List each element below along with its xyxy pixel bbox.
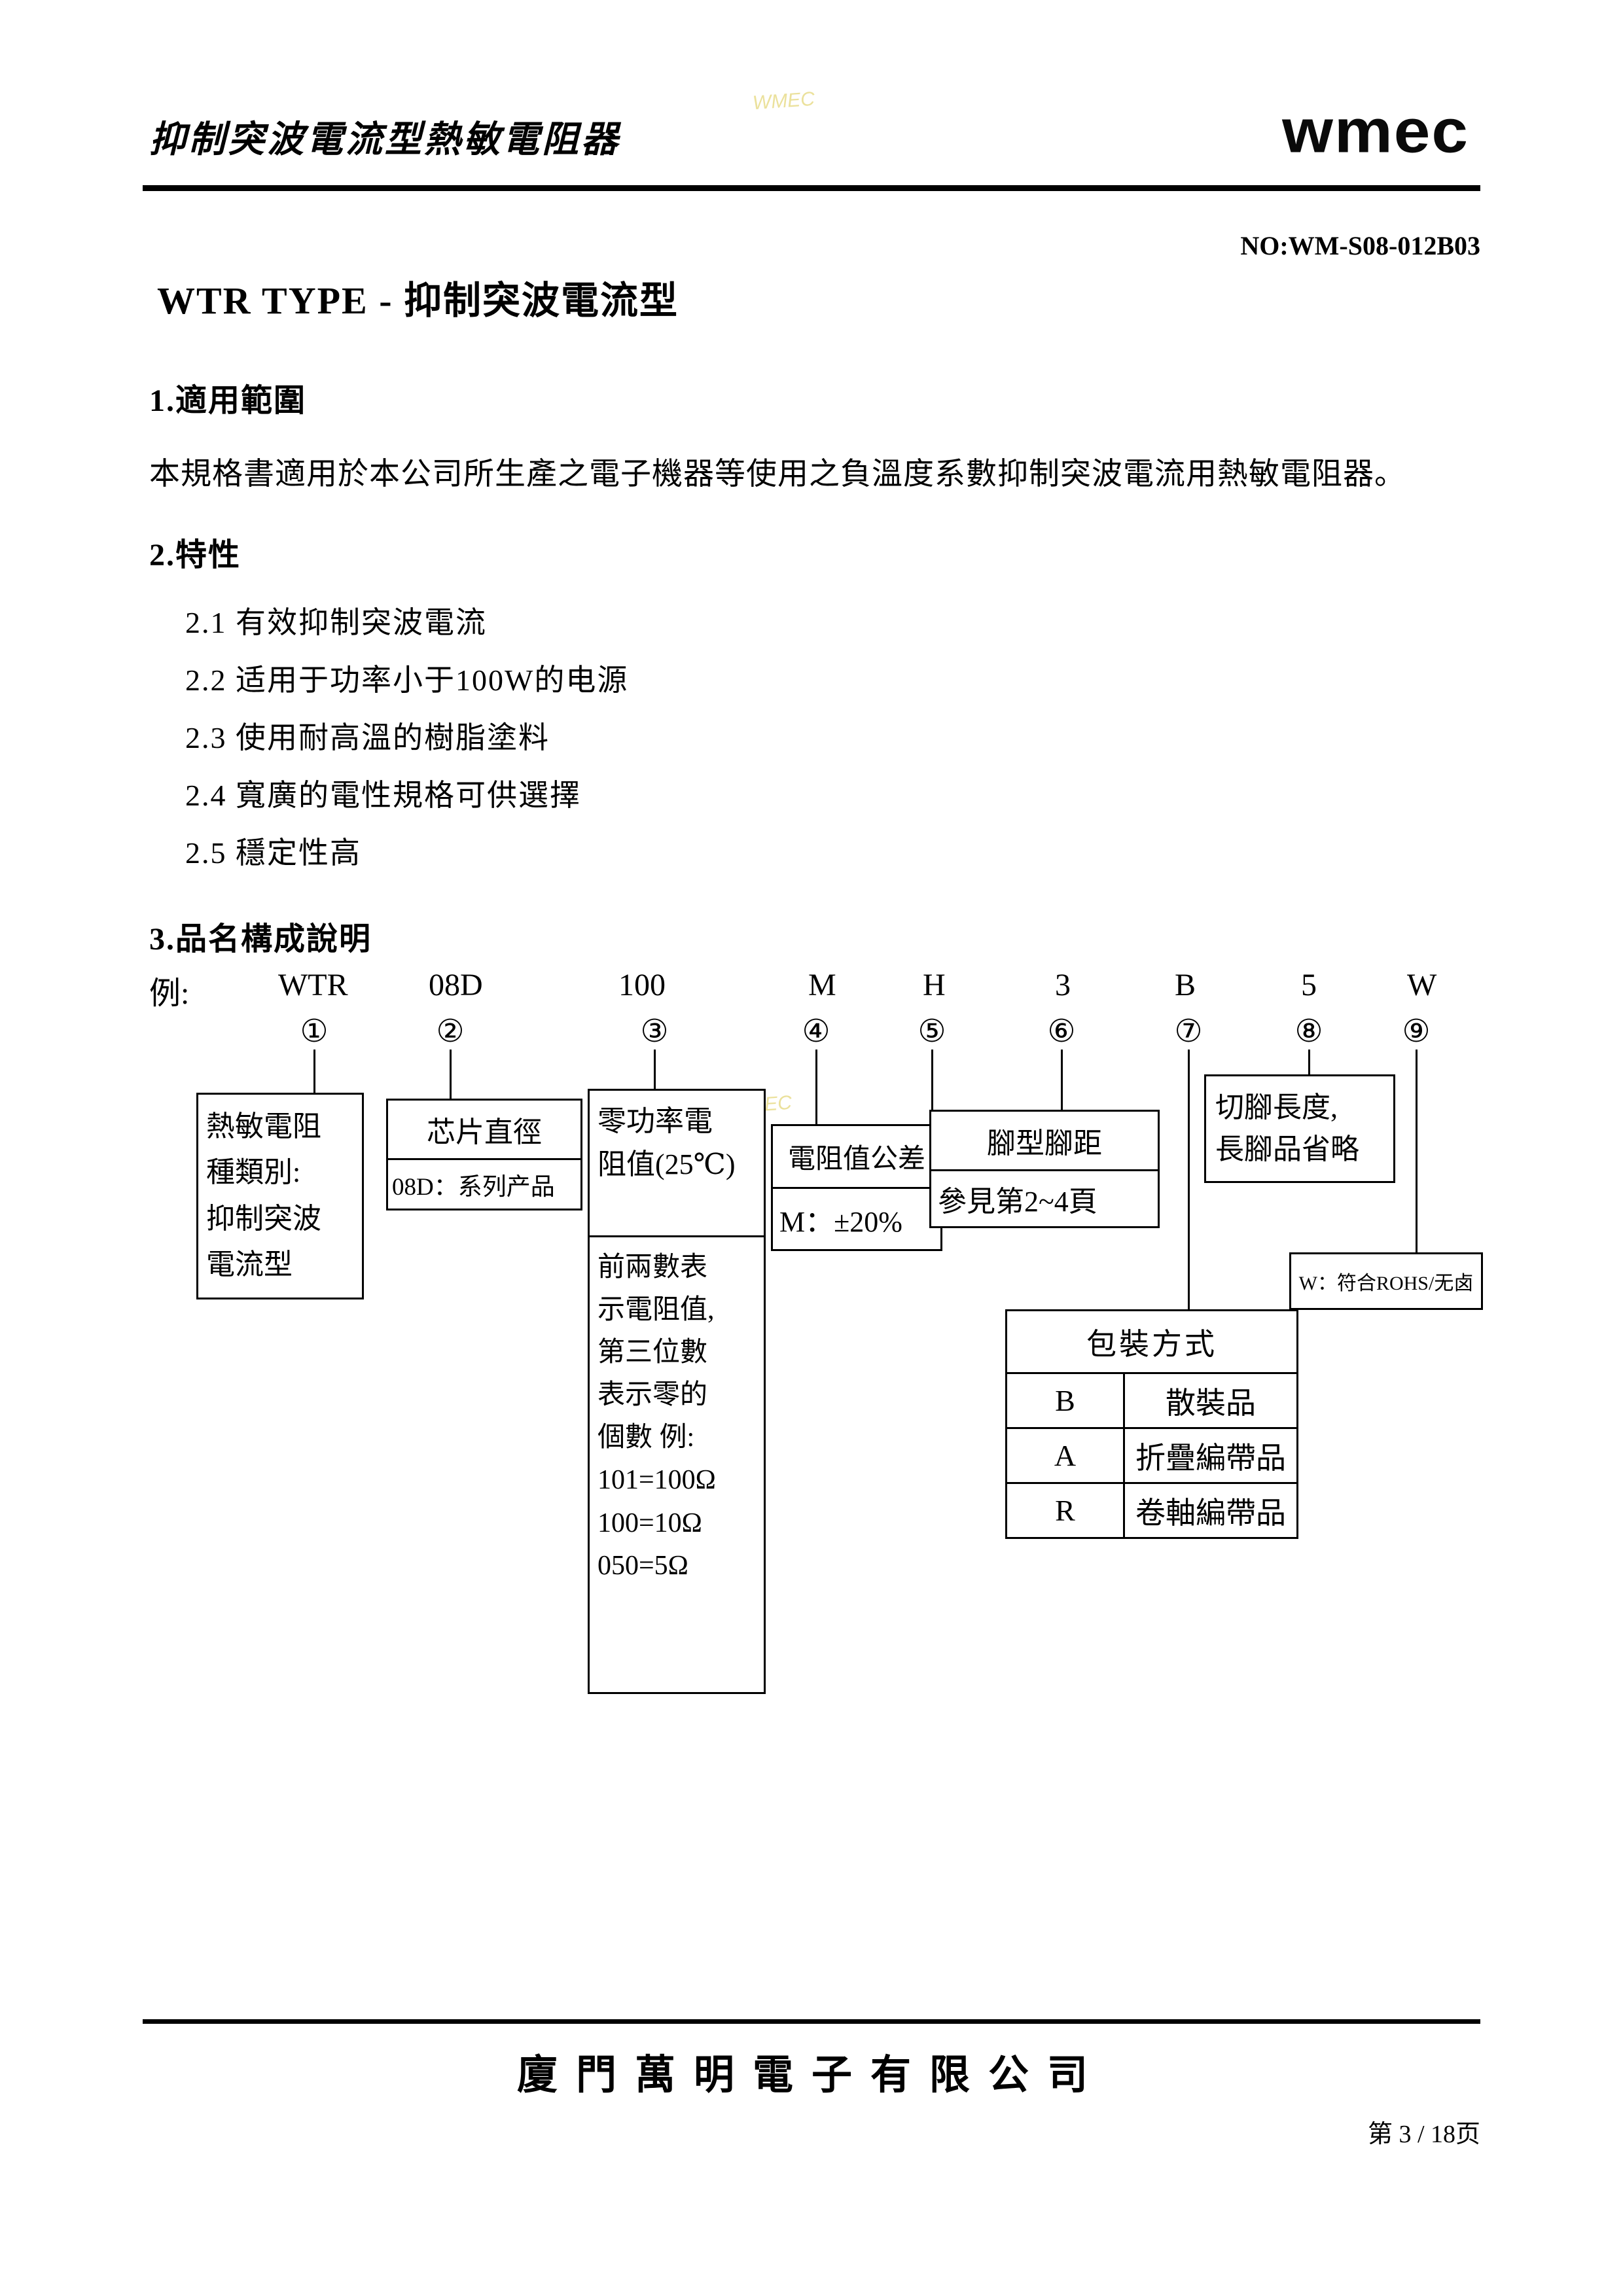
circled-number-1: ①: [300, 1013, 329, 1050]
circled-number-8: ⑧: [1294, 1013, 1323, 1050]
legend-detail: 參見第2~4頁: [931, 1169, 1158, 1226]
circled-number-4: ④: [802, 1013, 830, 1050]
legend-box-tolerance: 電阻值公差 M：±20%: [771, 1124, 942, 1251]
legend-box-thermistor-type: 熱敏電阻 種類別: 抑制突波 電流型: [196, 1093, 364, 1299]
circled-number-2: ②: [436, 1013, 465, 1050]
connector-line: [1061, 1050, 1063, 1110]
connector-line: [313, 1050, 315, 1093]
legend-detail: M：±20%: [773, 1187, 940, 1249]
legend-line: 種類別:: [206, 1156, 301, 1189]
part-segment: 100: [618, 968, 666, 1002]
feature-item: 2.1 有效抑制突波電流: [185, 606, 487, 639]
circled-number-9: ⑨: [1402, 1013, 1431, 1050]
table-row: A 折疊編帶品: [1005, 1427, 1298, 1484]
legend-box-chip-diameter: 芯片直徑 08D：系列产品: [386, 1099, 582, 1210]
legend-line: 熱敏電阻: [206, 1110, 321, 1142]
document-number: NO:WM-S08-012B03: [1240, 231, 1480, 260]
table-row: B 散裝品: [1005, 1372, 1298, 1429]
legend-box-resistance-value: 零功率電 阻值(25℃) 前兩數表 示電阻值, 第三位數 表示零的 個數 例: …: [588, 1089, 766, 1694]
section-3-heading: 3.品名構成說明: [149, 922, 372, 957]
part-segment: 08D: [429, 968, 483, 1002]
legend-title: 電阻值公差: [787, 1144, 925, 1174]
part-segment: W: [1407, 968, 1437, 1002]
circled-number-7: ⑦: [1174, 1013, 1203, 1050]
section-2-heading: 2.特性: [149, 538, 241, 573]
part-segment: H: [923, 968, 946, 1002]
legend-box-lead-length: 切腳長度, 長腳品省略: [1204, 1074, 1395, 1183]
packaging-code: B: [1005, 1372, 1125, 1429]
circled-number-5: ⑤: [918, 1013, 946, 1050]
wmec-logo: wmec: [1282, 96, 1469, 166]
feature-item: 2.2 适用于功率小于100W的电源: [185, 663, 629, 697]
packaging-code: R: [1005, 1482, 1125, 1539]
legend-line: 050=5Ω: [597, 1550, 688, 1581]
packaging-desc: 卷軸編帶品: [1123, 1482, 1298, 1539]
legend-detail: 前兩數表 示電阻值, 第三位數 表示零的 個數 例: 101=100Ω 100=…: [590, 1235, 764, 1597]
header-rule: [143, 185, 1480, 191]
document-header-title: 抑制突波電流型熱敏電阻器: [149, 120, 620, 160]
connector-line: [1416, 1050, 1418, 1252]
feature-item: 2.4 寬廣的電性規格可供選擇: [185, 779, 581, 812]
table-row: R 卷軸編帶品: [1005, 1482, 1298, 1539]
connector-line: [815, 1050, 817, 1124]
legend-title-line: 阻值(25℃): [597, 1148, 736, 1180]
connector-line: [1188, 1050, 1190, 1309]
legend-line: 示電阻值,: [597, 1295, 715, 1326]
legend-line: 100=10Ω: [597, 1508, 702, 1538]
part-segment: 5: [1301, 968, 1317, 1002]
feature-item: 2.5 穩定性高: [185, 836, 361, 870]
legend-line: 切腳長度,: [1215, 1091, 1338, 1123]
legend-title-line: 零功率電: [597, 1105, 713, 1137]
part-segment: B: [1175, 968, 1196, 1002]
connector-line: [450, 1050, 452, 1099]
feature-item: 2.3 使用耐高溫的樹脂塗料: [185, 721, 550, 754]
page-number: 第 3 / 18页: [1367, 2121, 1480, 2148]
part-segment: WTR: [278, 968, 348, 1002]
legend-line: 電流型: [206, 1248, 293, 1281]
legend-line: 101=100Ω: [597, 1465, 716, 1496]
legend-line: 個數 例:: [597, 1422, 695, 1453]
legend-line: 抑制突波: [206, 1202, 321, 1235]
legend-box-rohs: W：符合ROHS/无卤: [1289, 1252, 1483, 1310]
packaging-code: A: [1005, 1427, 1125, 1484]
legend-line: 長腳品省略: [1215, 1133, 1359, 1165]
part-segment: M: [808, 968, 836, 1002]
section-1-heading: 1.適用範圍: [149, 383, 307, 418]
footer-rule: [143, 2019, 1480, 2024]
legend-line: 第三位數: [597, 1337, 708, 1368]
watermark-stamp: WMEC: [751, 88, 815, 115]
legend-line: 表示零的: [597, 1380, 708, 1411]
page-title: WTR TYPE - 抑制突波電流型: [157, 279, 679, 322]
part-segment: 3: [1055, 968, 1071, 1002]
legend-detail: 08D：系列产品: [388, 1158, 580, 1209]
packaging-table-header: 包裝方式: [1005, 1309, 1298, 1374]
legend-title: 零功率電 阻值(25℃): [590, 1091, 764, 1235]
legend-title: 芯片直徑: [427, 1116, 542, 1148]
legend-title: 腳型腳距: [987, 1127, 1102, 1159]
connector-line: [931, 1050, 933, 1110]
legend-line: 前兩數表: [597, 1252, 708, 1282]
legend-line: W：符合ROHS/无卤: [1298, 1273, 1474, 1294]
circled-number-3: ③: [640, 1013, 669, 1050]
example-label: 例:: [149, 976, 190, 1011]
connector-line: [1308, 1050, 1310, 1074]
packaging-table: 包裝方式 B 散裝品 A 折疊編帶品 R 卷軸編帶品: [1005, 1309, 1298, 1539]
packaging-desc: 散裝品: [1123, 1372, 1298, 1429]
packaging-desc: 折疊編帶品: [1123, 1427, 1298, 1484]
section-1-body: 本規格書適用於本公司所生產之電子機器等使用之負溫度系數抑制突波電流用熱敏電阻器。: [149, 457, 1406, 491]
legend-box-lead-pitch: 腳型腳距 參見第2~4頁: [929, 1110, 1160, 1228]
circled-number-6: ⑥: [1047, 1013, 1076, 1050]
company-name: 廈門萬明電子有限公司: [516, 2053, 1106, 2098]
connector-line: [654, 1050, 656, 1089]
